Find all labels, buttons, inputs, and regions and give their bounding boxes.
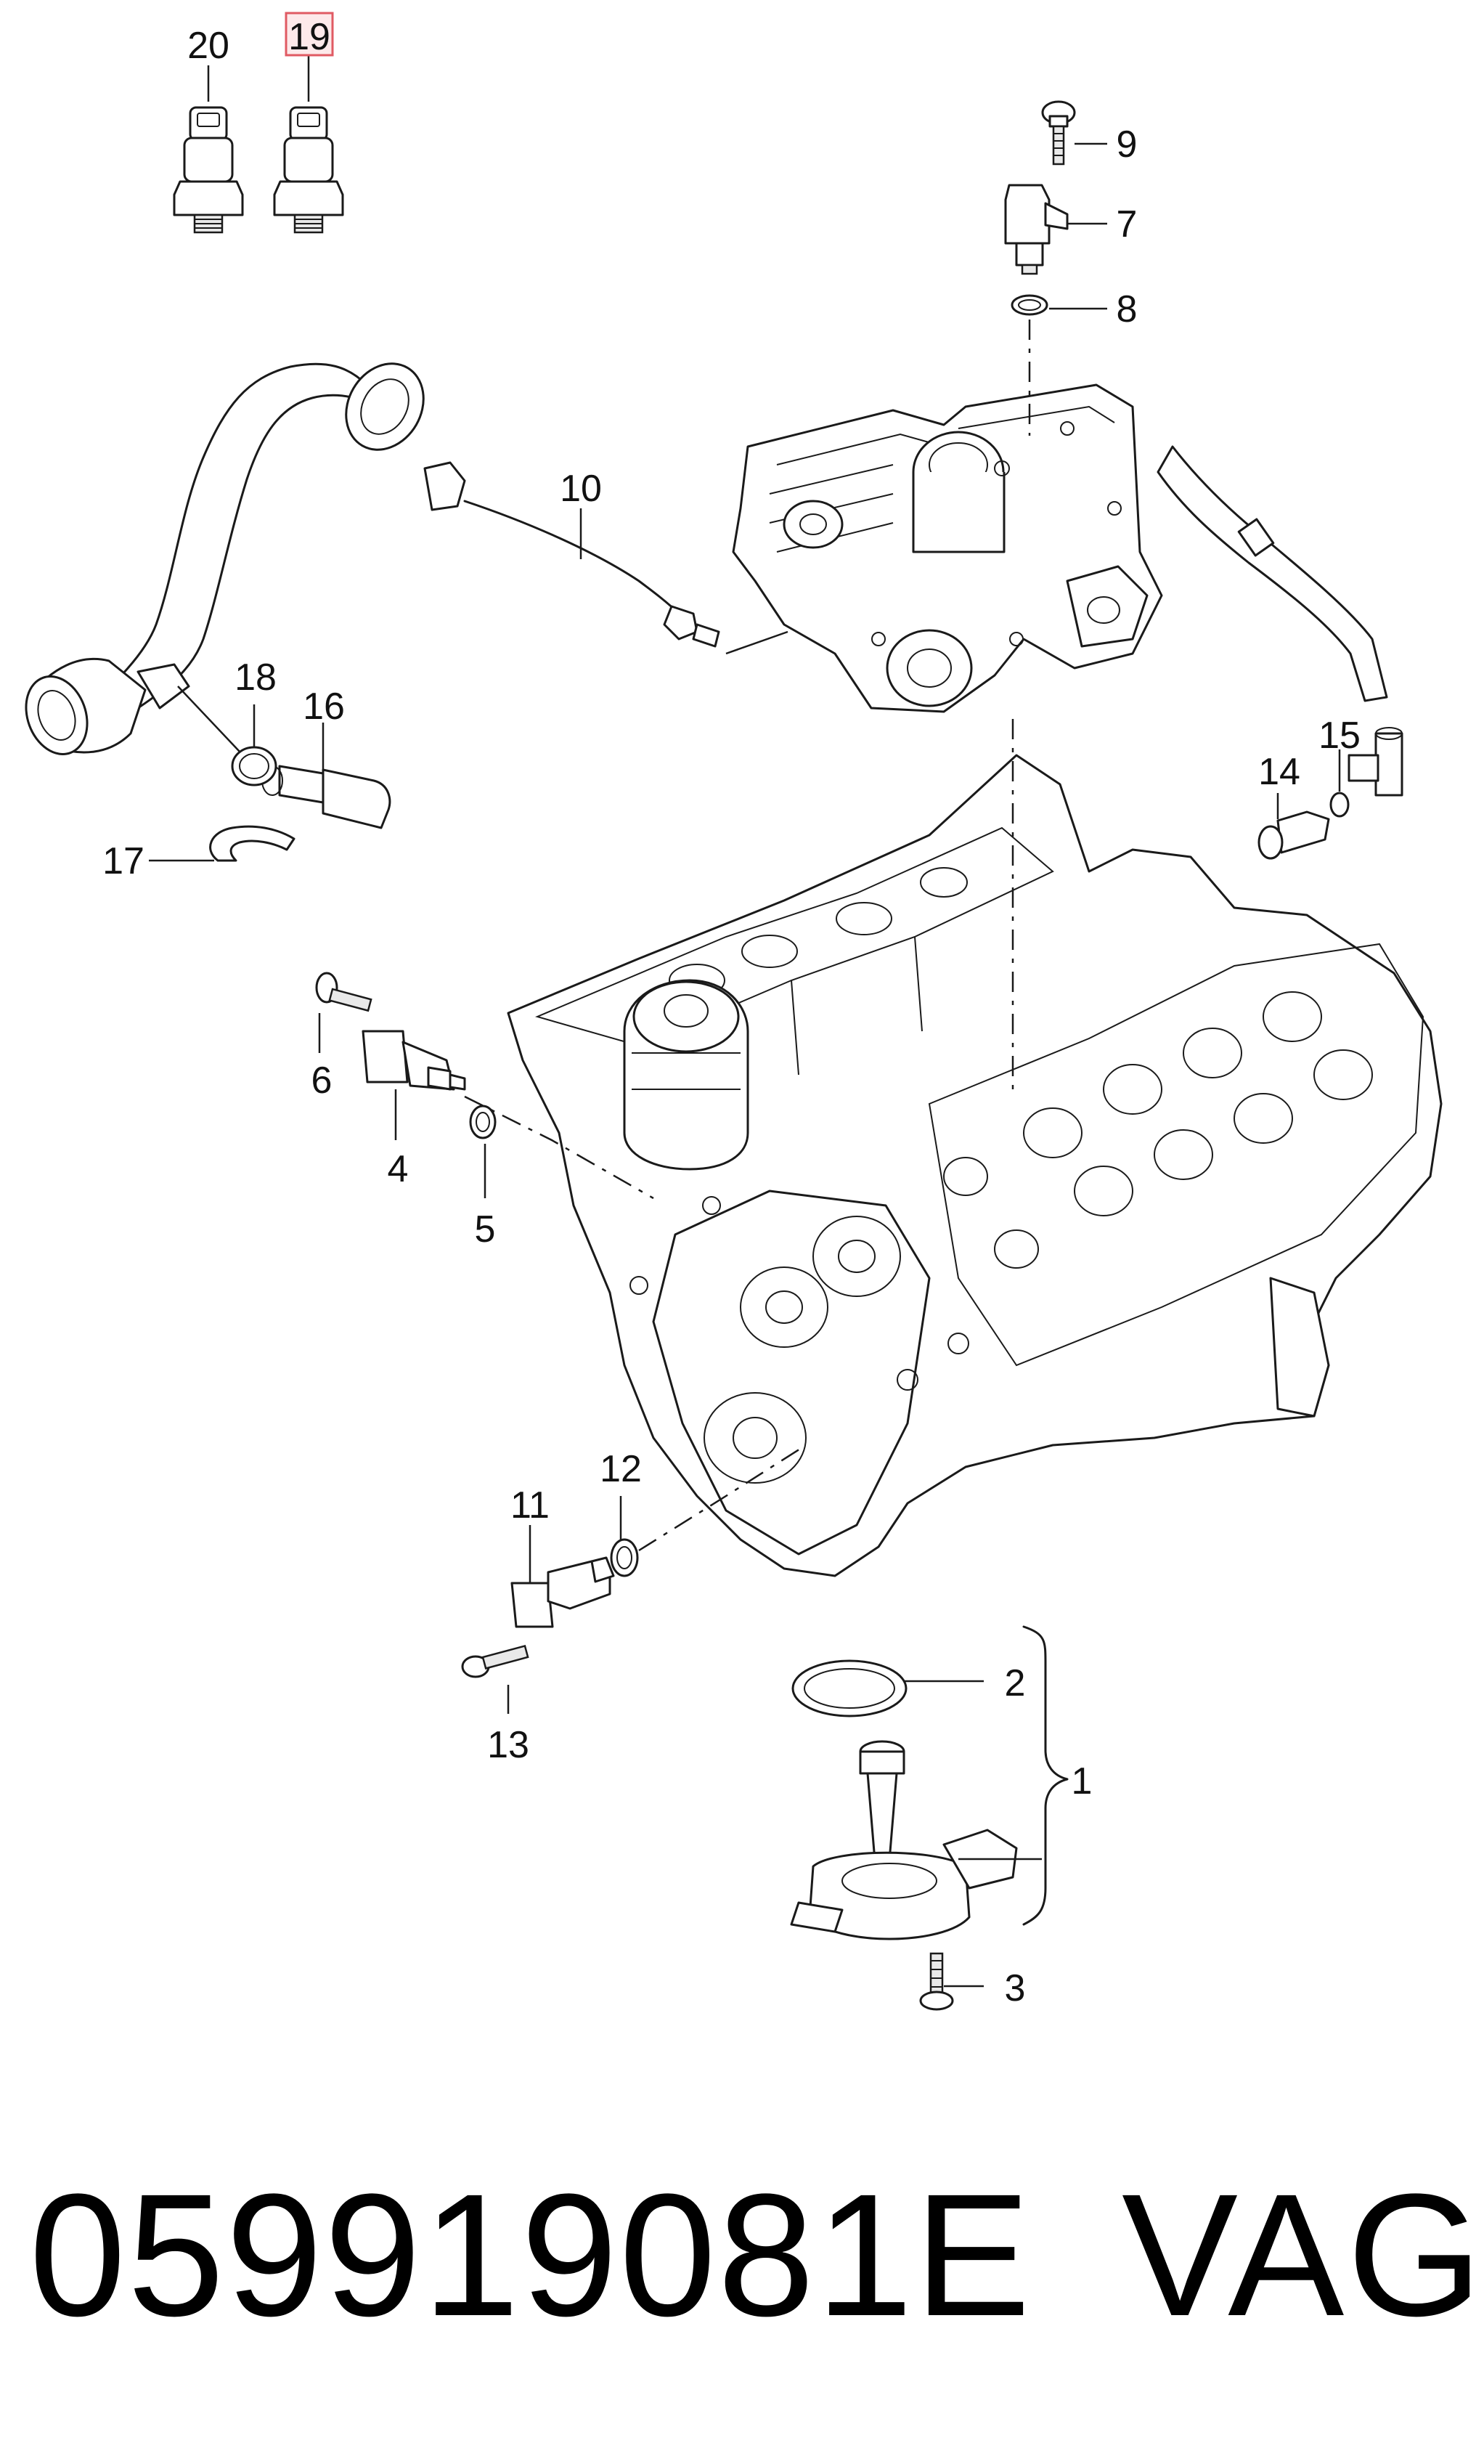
oil-level-sensor-1 xyxy=(790,1740,1018,1940)
callout-14: 14 xyxy=(1258,751,1300,793)
temperature-sender-10 xyxy=(423,461,720,648)
brand-label: VAG xyxy=(1122,2158,1484,2352)
callout-4: 4 xyxy=(388,1148,409,1190)
callout-6: 6 xyxy=(311,1060,333,1102)
cylinder-head-ports xyxy=(943,991,1373,1269)
callout-19: 19 xyxy=(288,16,330,58)
sensor-4 xyxy=(362,1030,466,1091)
callout-17: 17 xyxy=(102,840,144,882)
callout-12: 12 xyxy=(600,1448,642,1490)
pressure-switch-20 xyxy=(173,106,244,234)
position-sensor-7 xyxy=(1004,184,1069,275)
pressure-switch-19 xyxy=(273,106,344,234)
highlight-box-19 xyxy=(285,12,334,57)
egr-cooler-assembly xyxy=(732,383,1163,713)
sensor-11 xyxy=(510,1556,615,1628)
callout-5: 5 xyxy=(475,1208,496,1251)
sealing-ring-12 xyxy=(610,1538,639,1577)
callout-9: 9 xyxy=(1117,123,1138,166)
callout-13: 13 xyxy=(487,1724,529,1766)
part-number-label: 059919081E xyxy=(29,2158,1032,2352)
callout-16: 16 xyxy=(303,686,345,728)
callout-20: 20 xyxy=(187,25,229,67)
sensor-14 xyxy=(1257,810,1330,860)
callout-1: 1 xyxy=(1072,1760,1093,1802)
callout-7: 7 xyxy=(1117,203,1138,245)
coolant-hose xyxy=(25,362,425,755)
engine-block xyxy=(507,754,1443,1577)
screw-3 xyxy=(919,1952,954,2011)
callout-2: 2 xyxy=(1005,1662,1026,1704)
o-ring-2 xyxy=(791,1659,908,1717)
sealing-ring-5 xyxy=(469,1105,497,1139)
sealing-ring-18 xyxy=(231,746,277,786)
screw-6 xyxy=(315,972,372,1012)
sealing-ring-8 xyxy=(1011,294,1048,316)
t-connector-15 xyxy=(1348,727,1403,797)
callout-10: 10 xyxy=(560,468,602,510)
sealing-ring-15 xyxy=(1329,792,1350,818)
retaining-clip-17 xyxy=(209,825,295,862)
callout-11: 11 xyxy=(510,1484,550,1526)
callout-15: 15 xyxy=(1318,715,1361,757)
screw-9 xyxy=(1041,100,1076,166)
temperature-sensor-16 xyxy=(261,765,391,829)
callout-3: 3 xyxy=(1005,1967,1026,2009)
callout-8: 8 xyxy=(1117,288,1138,330)
vacuum-hose xyxy=(1157,445,1388,702)
screw-13 xyxy=(461,1644,529,1678)
callout-18: 18 xyxy=(235,656,277,699)
